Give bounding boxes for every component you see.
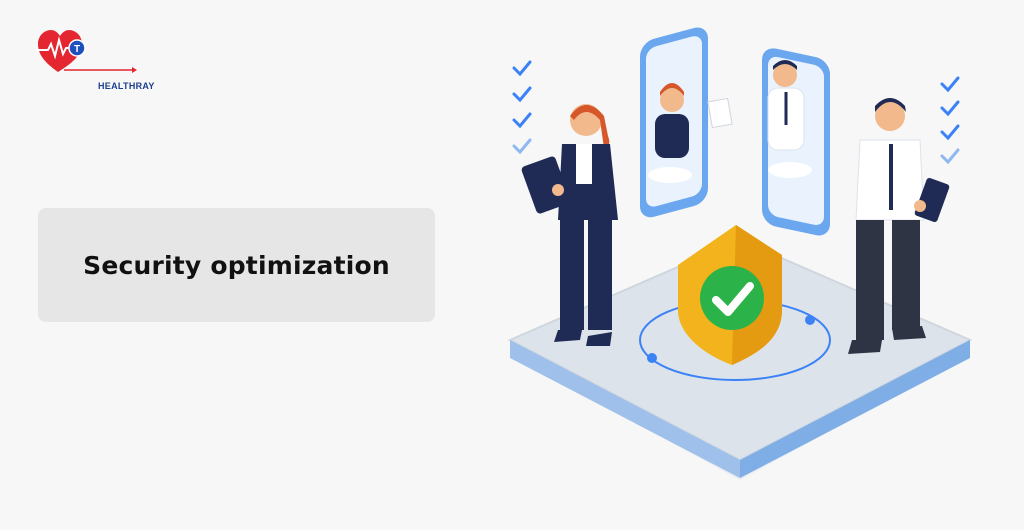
healthray-logo[interactable]: T HEALTHRAY — [36, 28, 154, 91]
checklist-left-icon — [512, 60, 532, 155]
person-man-icon — [848, 98, 950, 354]
heart-logo-icon: T — [36, 30, 137, 73]
security-illustration — [500, 20, 980, 520]
feature-card: Security optimization — [38, 208, 435, 322]
checklist-right-icon — [940, 76, 960, 165]
page-title: Security optimization — [83, 250, 390, 280]
phone-right-icon — [707, 48, 830, 236]
brand-name: HEALTHRAY — [98, 81, 155, 91]
shield-icon — [678, 225, 782, 365]
svg-text:T: T — [74, 44, 80, 55]
phone-left-icon — [640, 27, 708, 218]
isometric-security-scene — [507, 27, 973, 480]
person-woman-icon — [521, 104, 618, 346]
